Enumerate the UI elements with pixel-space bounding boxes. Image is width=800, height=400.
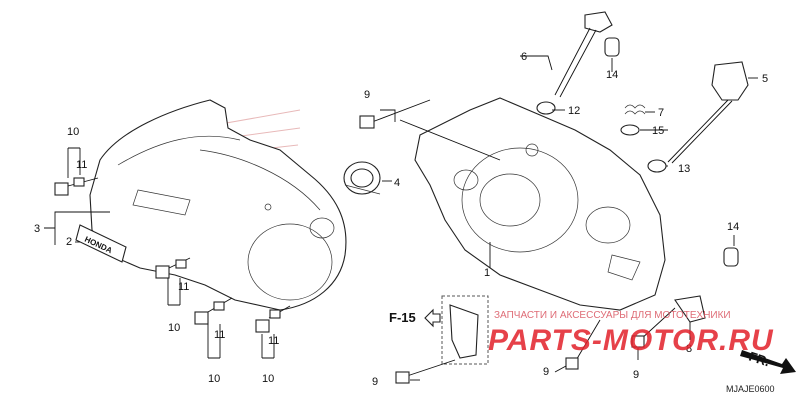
callout-7: 7 xyxy=(658,107,664,119)
left-crankcase-cover xyxy=(89,99,347,311)
shop-watermark: ЗАПЧАСТИ И АКСЕССУАРЫ ДЛЯ МОТОТЕХНИКИ PA… xyxy=(488,310,774,357)
callout-11-top: 11 xyxy=(76,159,87,171)
callout-9-bottom-mid: 9 xyxy=(543,366,549,378)
diagram-code: MJAJE0600 xyxy=(726,384,775,394)
shift-arm-part xyxy=(554,11,613,98)
reference-arrow: F-15 xyxy=(389,308,441,328)
bolt-9-bottom-mid xyxy=(565,319,601,370)
callout-5: 5 xyxy=(762,73,768,85)
front-direction-label: FR. xyxy=(747,349,772,370)
clip-part-8 xyxy=(674,295,706,323)
callout-12: 12 xyxy=(568,105,580,117)
oil-seal-part xyxy=(343,161,381,195)
callout-4: 4 xyxy=(394,177,400,189)
watermark-tagline: ЗАПЧАСТИ И АКСЕССУАРЫ ДЛЯ МОТОТЕХНИКИ xyxy=(494,310,731,321)
callout-numbers: 1 2 3 4 5 6 7 8 9 9 9 9 10 10 10 10 11 1… xyxy=(34,51,768,388)
bolt-10-11-left-upper xyxy=(54,177,99,196)
callout-9-bottom-left: 9 xyxy=(372,376,378,388)
front-direction-arrow: FR. xyxy=(740,349,796,374)
washer-part-15 xyxy=(620,124,640,136)
bolt-10-11-left-lower xyxy=(155,257,191,279)
callout-14-top: 14 xyxy=(606,69,618,81)
callout-11-mid: 11 xyxy=(214,329,225,341)
leader-lines xyxy=(44,55,758,381)
bolt-9-top xyxy=(359,99,431,129)
callout-14-right: 14 xyxy=(727,221,739,233)
callout-10-top: 10 xyxy=(67,126,79,138)
spring-part-7 xyxy=(624,104,646,115)
callout-10-right: 10 xyxy=(262,373,274,385)
callout-9-top: 9 xyxy=(364,89,370,101)
bolt-10-11-mid xyxy=(194,297,233,325)
callout-6: 6 xyxy=(521,51,527,63)
reference-label: F-15 xyxy=(389,310,416,325)
callout-11-right: 11 xyxy=(268,335,279,347)
watermark-brand: PARTS-MOTOR.RU xyxy=(488,324,774,357)
callout-8: 8 xyxy=(686,343,692,355)
callout-11-left: 11 xyxy=(178,281,189,293)
callout-15: 15 xyxy=(652,125,664,137)
callout-3: 3 xyxy=(34,223,40,235)
bolt-10-11-right xyxy=(255,305,291,333)
dipstick-part xyxy=(667,61,749,164)
washer-part-12 xyxy=(536,101,556,115)
callout-10-left: 10 xyxy=(168,322,180,334)
bolt-9-bottom-left xyxy=(395,359,456,384)
callout-1: 1 xyxy=(484,267,490,279)
callout-10-mid: 10 xyxy=(208,373,220,385)
callout-2: 2 xyxy=(66,236,72,248)
reference-bracket xyxy=(441,295,489,365)
callout-13: 13 xyxy=(678,163,690,175)
dowel-pin-upper xyxy=(604,37,620,57)
callout-9-bottom-right: 9 xyxy=(633,369,639,381)
bolt-9-bottom-right xyxy=(631,307,676,348)
o-ring-part xyxy=(647,159,667,173)
dowel-pin-lower xyxy=(723,247,739,267)
